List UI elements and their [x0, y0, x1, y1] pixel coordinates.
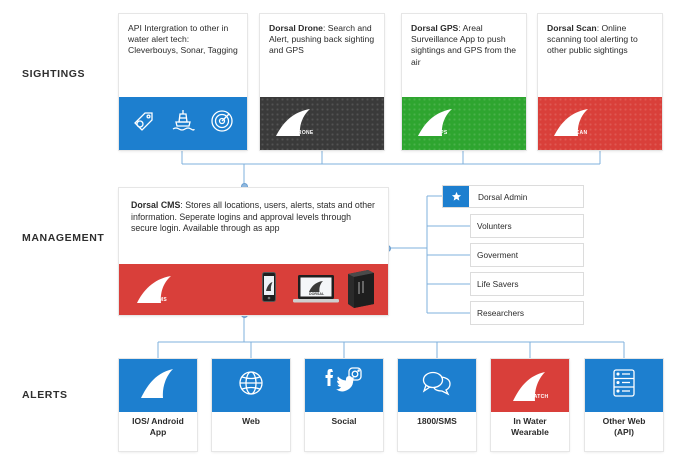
role-label: Dorsal Admin — [478, 191, 528, 202]
alert-label: Social — [331, 416, 357, 426]
alert-label: In Water Wearable — [511, 416, 549, 437]
gps-card-text: : Areal Surveillance App to push sightin… — [411, 23, 517, 67]
wearable-badge: WATCH — [529, 393, 549, 400]
alert-label: 1800/SMS — [417, 416, 457, 426]
alert-label: Web — [242, 416, 260, 426]
alert-card-web[interactable]: Web — [212, 359, 290, 451]
server-box-icon — [346, 268, 376, 313]
cms-card-text: : Stores all locations, users, alerts, s… — [131, 200, 375, 234]
drone-card-title: Dorsal Drone — [269, 23, 323, 33]
sighting-card-band: GPS — [402, 97, 526, 150]
sighting-card-drone[interactable]: Dorsal Drone: Search and Alert, pushing … — [260, 14, 384, 150]
alert-label: IOS/ Android App — [132, 416, 184, 437]
cms-card[interactable]: Dorsal CMS: Stores all locations, users,… — [119, 188, 388, 315]
shark-fin-icon — [138, 366, 178, 405]
chat-bubbles-icon — [422, 370, 452, 401]
role-life-savers[interactable]: Life Savers — [471, 273, 583, 295]
alert-card-sms[interactable]: 1800/SMS — [398, 359, 476, 451]
sighting-card-text: API Intergration to other in water alert… — [128, 23, 238, 56]
sighting-card-band: SCAN — [538, 97, 662, 150]
gps-badge: GPS — [436, 130, 448, 136]
drone-badge: DRONE — [294, 130, 314, 136]
social-icons — [322, 365, 366, 406]
scan-badge: SCAN — [572, 130, 588, 136]
server-icon — [612, 369, 636, 402]
scan-card-text: : Online scanning tool alerting to other… — [547, 23, 638, 56]
alert-card-app[interactable]: IOS/ Android App — [119, 359, 197, 451]
alert-card-social[interactable]: Social — [305, 359, 383, 451]
alert-card-wearable[interactable]: WATCH In Water Wearable — [491, 359, 569, 451]
section-label-sightings: SIGHTINGS — [22, 68, 86, 80]
role-government[interactable]: Goverment — [471, 244, 583, 266]
tag-icon — [132, 109, 156, 138]
sighting-card-band — [119, 97, 247, 150]
star-icon — [443, 186, 469, 207]
sonar-icon — [210, 109, 234, 138]
phone-icon — [262, 272, 276, 307]
buoy-icon — [171, 108, 195, 139]
drone-card-text: : Search and Alert, pushing back sightin… — [269, 23, 375, 56]
gps-card-title: Dorsal GPS — [411, 23, 459, 33]
shark-fin-icon: WATCH — [510, 369, 550, 403]
section-label-management: MANAGEMENT — [22, 232, 105, 244]
sighting-card-band: DRONE — [260, 97, 384, 150]
sighting-card-scan[interactable]: Dorsal Scan: Online scanning tool alerti… — [538, 14, 662, 150]
role-researchers[interactable]: Researchers — [471, 302, 583, 324]
cms-card-title: Dorsal CMS — [131, 200, 181, 210]
sighting-card-gps[interactable]: Dorsal GPS: Areal Surveillance App to pu… — [402, 14, 526, 150]
shark-fin-icon: DRONE — [272, 106, 318, 140]
globe-icon — [238, 370, 264, 401]
sighting-card-api[interactable]: API Intergration to other in water alert… — [119, 14, 247, 150]
cms-badge: CMS — [155, 297, 168, 303]
alert-label: Other Web (API) — [602, 416, 646, 437]
shark-fin-icon: SCAN — [550, 106, 596, 140]
shark-fin-icon: GPS — [414, 106, 460, 140]
laptop-icon: DORSAL — [293, 274, 339, 309]
alert-card-api[interactable]: Other Web (API) — [585, 359, 663, 451]
laptop-brand: DORSAL — [309, 292, 325, 296]
cms-band: CMS DORSAL — [119, 264, 388, 315]
section-label-alerts: ALERTS — [22, 389, 68, 401]
scan-card-title: Dorsal Scan — [547, 23, 597, 33]
role-dorsal-admin[interactable]: Dorsal Admin — [443, 186, 583, 207]
role-volunteers[interactable]: Volunters — [471, 215, 583, 237]
shark-fin-icon: CMS — [133, 273, 179, 307]
